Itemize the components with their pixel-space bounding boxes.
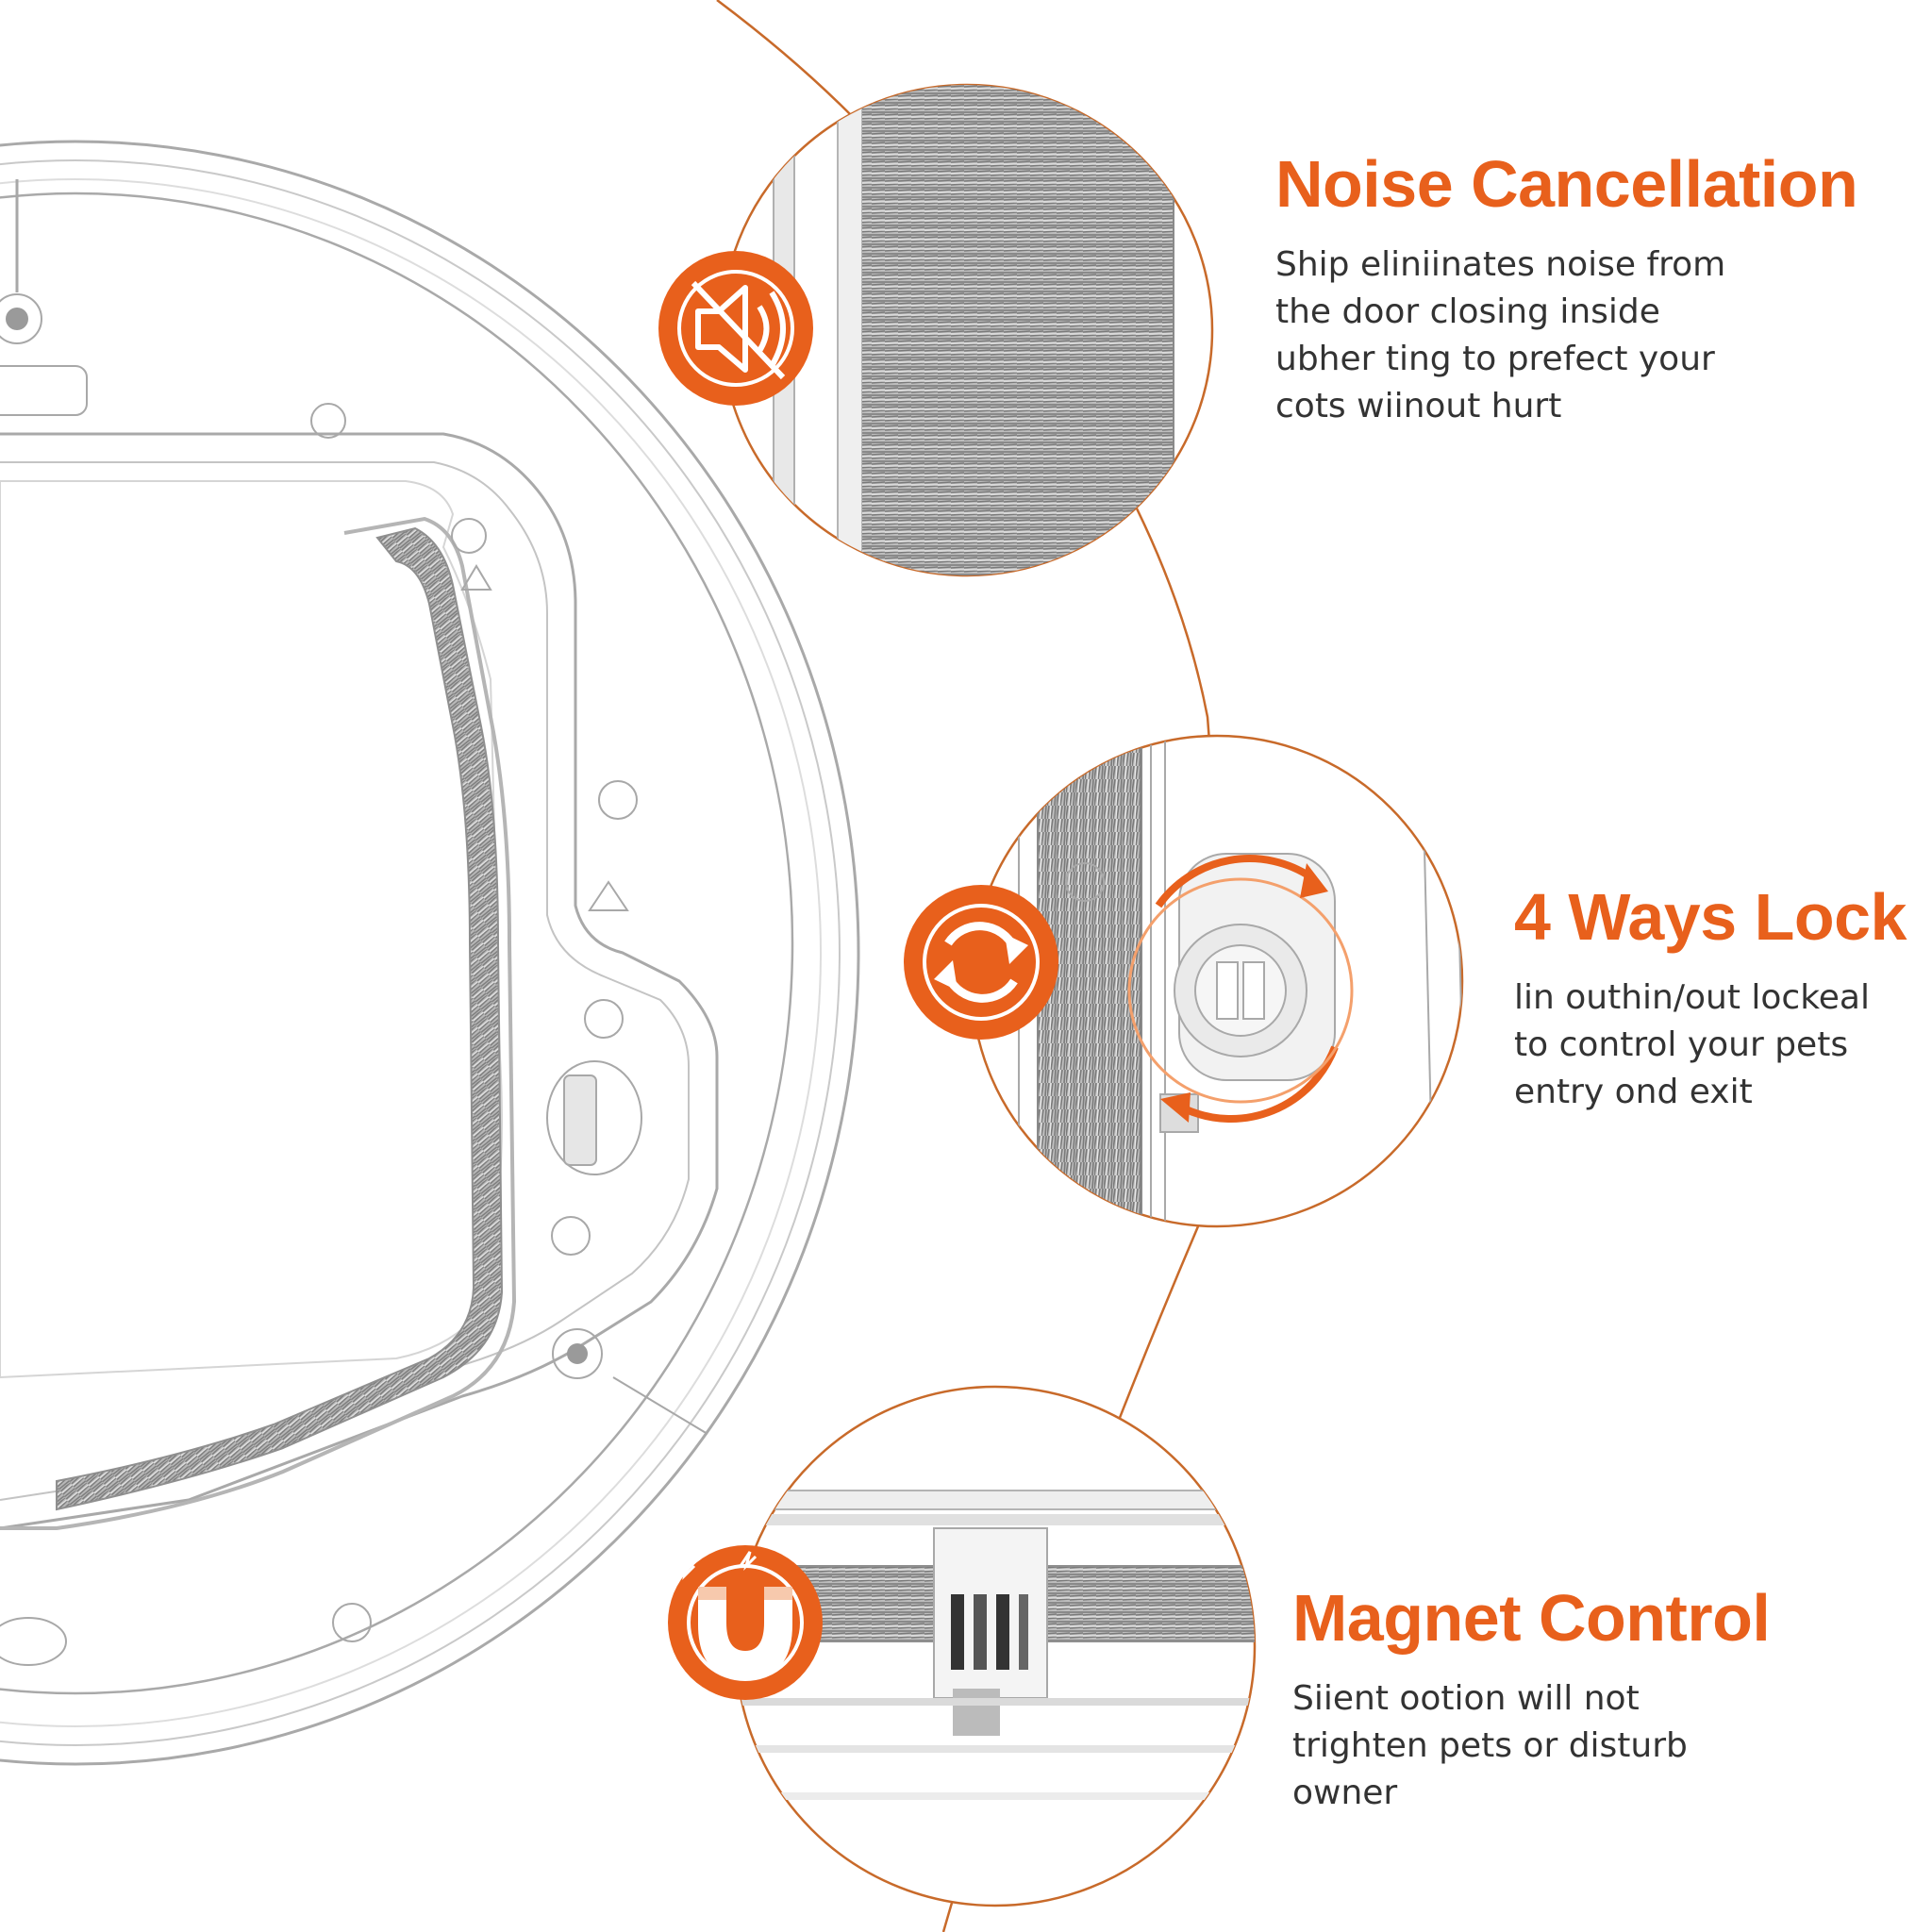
rotation-ring <box>1127 855 1354 1123</box>
description-line: owner <box>1292 1774 1398 1812</box>
feature-title: 4 Ways Lock <box>1514 880 1907 954</box>
mute-speaker-icon <box>658 251 813 406</box>
description-line: cots wiinout hurt <box>1275 387 1562 425</box>
description-line: the door closing inside <box>1275 292 1660 331</box>
description-line: ubher ting to prefect your <box>1275 340 1715 378</box>
description-line: lin outhin/out lockeal <box>1514 978 1870 1017</box>
feature-magnet-control: Magnet Control Siient ootion will not tr… <box>1292 1581 1771 1817</box>
closeup-lock <box>970 734 1464 1228</box>
magnet-icon <box>668 1545 823 1700</box>
description-line: trighten pets or disturb <box>1292 1726 1688 1765</box>
feature-noise-cancellation: Noise Cancellation Ship eliniinates nois… <box>1275 147 1858 430</box>
description-line: entry ond exit <box>1514 1073 1753 1111</box>
description-line: to control your pets <box>1514 1025 1849 1064</box>
pet-door-drawing <box>0 140 860 1766</box>
description-line: Siient ootion will not <box>1292 1679 1640 1718</box>
rotate-arrows-icon <box>904 885 1058 1040</box>
feature-title: Magnet Control <box>1292 1581 1771 1655</box>
description-line: Ship eliniinates noise from <box>1275 245 1726 284</box>
closeup-magnet <box>734 1385 1257 1907</box>
feature-description: lin outhin/out lockeal to control your p… <box>1514 974 1907 1116</box>
feature-description: Ship eliniinates noise from the door clo… <box>1275 242 1857 430</box>
feature-four-ways-lock: 4 Ways Lock lin outhin/out lockeal to co… <box>1514 884 1907 1116</box>
feature-title: Noise Cancellation <box>1275 147 1858 221</box>
closeup-brush <box>720 83 1214 577</box>
door-details <box>0 179 708 1666</box>
feature-description: Siient ootion will not trighten pets or … <box>1292 1675 1770 1817</box>
brush-strip <box>56 526 504 1511</box>
